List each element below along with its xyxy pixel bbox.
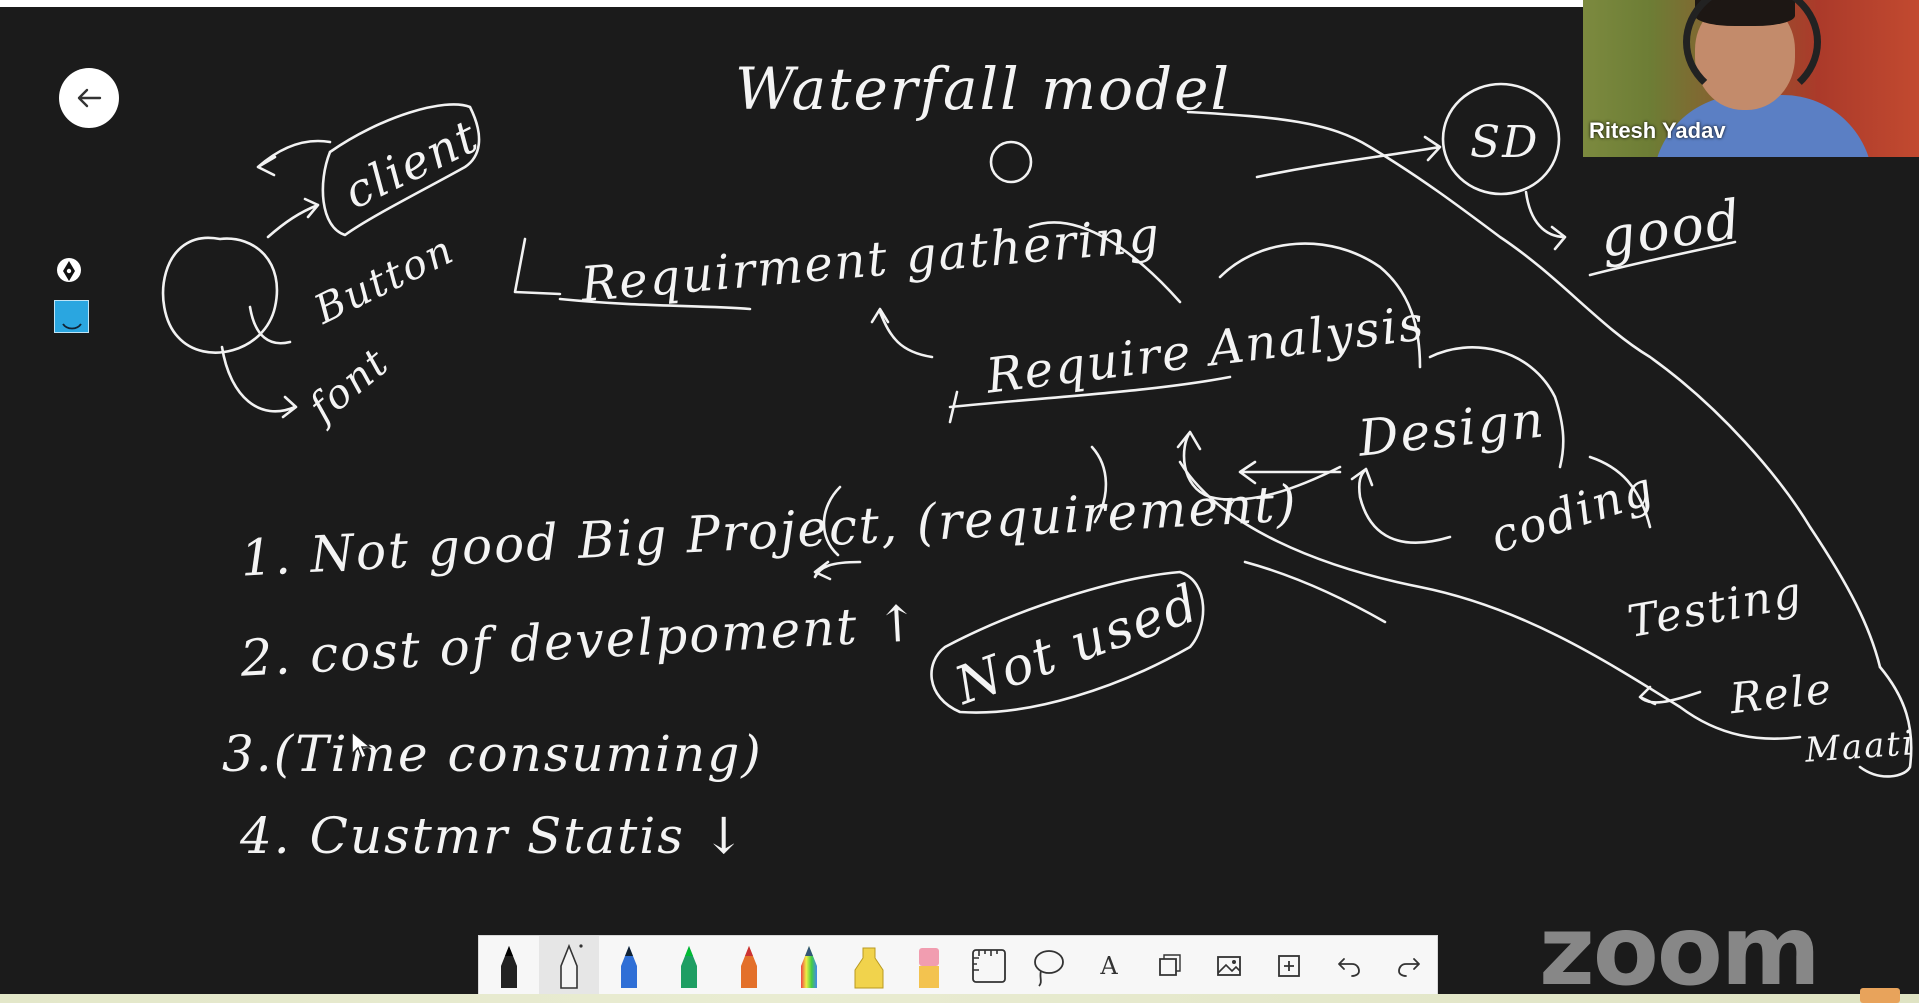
flow-testing-arc (1588, 455, 1652, 529)
requirement-arrow (813, 560, 862, 581)
release-feedback (1638, 685, 1702, 706)
tool-eraser[interactable] (899, 936, 959, 995)
tool-blue-pen[interactable] (599, 936, 659, 995)
participant-name: Ritesh Yadav (1589, 118, 1726, 143)
bottom-strip (0, 994, 1919, 1003)
design-left-arrow (1238, 460, 1342, 485)
tool-outline-pen[interactable] (539, 936, 599, 995)
tool-rainbow-pen[interactable] (779, 936, 839, 995)
tool-image[interactable] (1199, 936, 1259, 995)
whiteboard-canvas[interactable]: Waterfall model client Button font Requi… (0, 7, 1919, 994)
req-bracket (513, 237, 562, 296)
undo-icon (1338, 957, 1360, 977)
tool-lasso[interactable] (1019, 936, 1079, 995)
requirement-paren-right (1090, 445, 1108, 524)
color-swatch-icon (61, 323, 82, 330)
requirement-paren-left (822, 485, 842, 557)
current-pen-indicator[interactable] (56, 257, 82, 287)
client-box (321, 103, 481, 237)
maintenance-label: Maati (1803, 723, 1917, 771)
text-icon: A (1100, 951, 1118, 980)
ruler-icon (972, 948, 1006, 983)
shape-icon (1159, 953, 1181, 976)
client-arrow (266, 197, 320, 239)
not-used-bubble (930, 570, 1205, 714)
blue-pen-icon (621, 945, 637, 988)
tool-text[interactable]: A (1079, 936, 1139, 995)
sd-to-good-arrow (1524, 190, 1567, 251)
headset-icon (1683, 0, 1821, 104)
flow-curve-mid (1028, 221, 1182, 304)
rainbow-pen-icon (801, 945, 817, 988)
orange-pen-icon (741, 945, 757, 988)
outline-pen-icon (560, 943, 583, 989)
tool-orange-pen[interactable] (719, 936, 779, 995)
black-pen-icon (501, 945, 517, 988)
pen-nib-icon (57, 258, 81, 282)
add-icon (1278, 954, 1300, 977)
eraser-icon (919, 947, 939, 988)
button-arrow (248, 305, 292, 345)
req-up-arrow (870, 307, 934, 359)
coding-feedback-arrow (1350, 467, 1452, 545)
long-down-curve (1178, 460, 1802, 740)
good-underline (1588, 240, 1737, 277)
board-title: Waterfall model (735, 55, 1232, 123)
flow-curve-right (1858, 665, 1913, 778)
sd-arrow-in (1255, 135, 1442, 179)
top-strip (0, 0, 1919, 7)
zoom-logo: zoom (1539, 895, 1821, 1003)
tool-ruler[interactable] (959, 936, 1019, 995)
sd-circle (1441, 82, 1561, 196)
flow-coding-arc (1428, 346, 1565, 469)
tool-black-pen[interactable] (479, 936, 539, 995)
req-analysis-underline (948, 375, 1232, 409)
client-back-arrow (256, 139, 332, 177)
tool-green-pen[interactable] (659, 936, 719, 995)
lasso-icon (1034, 949, 1064, 987)
image-icon (1217, 955, 1241, 976)
annotation-toolbar: A (478, 935, 1438, 996)
current-color-swatch[interactable] (54, 300, 89, 333)
tool-highlighter[interactable] (839, 936, 899, 995)
sd-label: SD (1470, 117, 1540, 168)
tool-undo[interactable] (1319, 936, 1379, 995)
tool-shape[interactable] (1139, 936, 1199, 995)
tool-add[interactable] (1259, 936, 1319, 995)
redo-icon (1398, 957, 1420, 977)
req-underline (558, 297, 752, 311)
flow-curve-top (1186, 110, 1882, 669)
corner-badge (1860, 988, 1900, 1003)
tool-redo[interactable] (1379, 936, 1439, 995)
client-node-circle (161, 236, 279, 354)
list-item: 4. Custmr Statis ↓ (240, 807, 747, 865)
back-button[interactable] (59, 68, 119, 128)
title-circle (989, 140, 1033, 184)
mouse-cursor-icon (351, 730, 372, 760)
highlighter-icon (854, 947, 884, 988)
font-arrow (220, 345, 298, 419)
req-analysis-bracket (948, 390, 959, 424)
small-stroke (1243, 560, 1387, 624)
flow-design-arc (1218, 242, 1422, 369)
arrow-left-icon (77, 88, 102, 108)
list-item: 3.(Time consuming) (222, 725, 763, 783)
participant-video-tile[interactable]: Ritesh Yadav (1583, 0, 1919, 157)
green-pen-icon (681, 945, 697, 988)
whiteboard-drawings (161, 82, 1913, 778)
